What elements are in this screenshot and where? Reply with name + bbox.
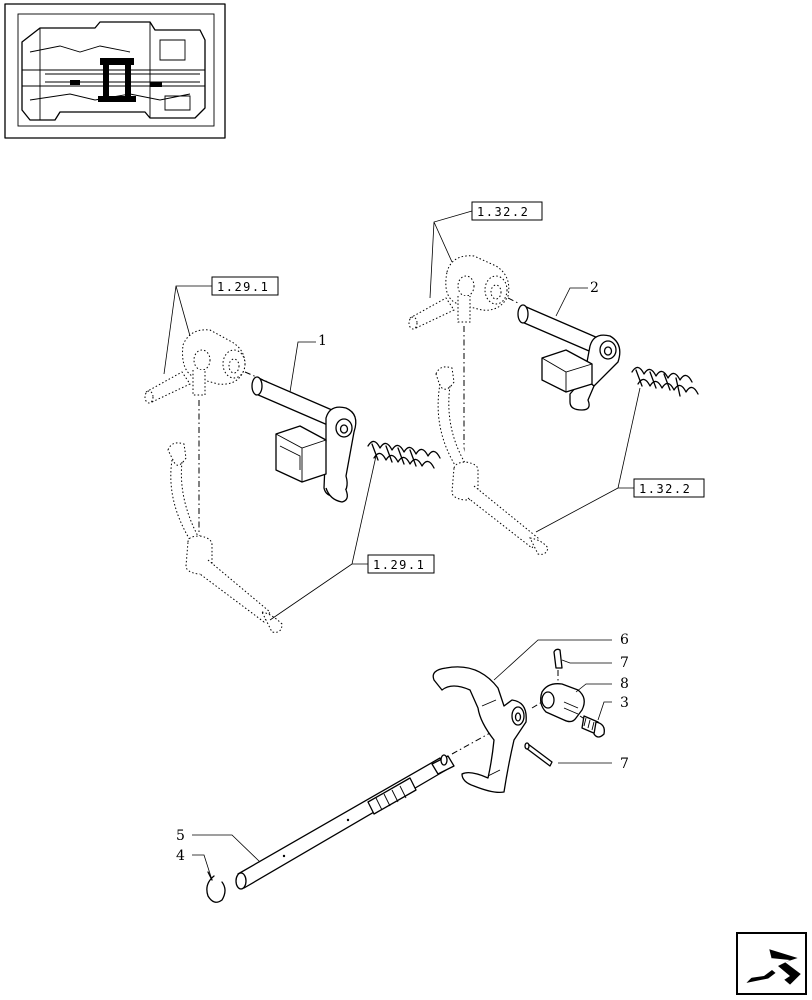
ref-box-top-left[interactable]: 1.29.1: [211, 276, 279, 296]
fork-rod-assembly: [206, 648, 605, 903]
left-shift-assembly: [144, 329, 441, 633]
ref-label: 1.29.1: [373, 558, 425, 572]
ref-box-bottom-left[interactable]: 1.29.1: [367, 554, 435, 574]
callout-2: 2: [590, 280, 599, 296]
set-screw: [581, 715, 605, 738]
shift-fork: [432, 666, 527, 794]
callout-8: 8: [620, 676, 629, 692]
transmission-location-thumbnail: [4, 3, 226, 139]
next-page-arrow-icon[interactable]: [736, 932, 807, 995]
shift-lever-1: [251, 376, 357, 503]
callout-6: 6: [620, 632, 629, 648]
ref-box-bottom-right[interactable]: 1.32.2: [633, 478, 705, 498]
ref-label: 1.32.2: [477, 205, 529, 219]
callout-3: 3: [620, 695, 629, 711]
ref-box-top-right[interactable]: 1.32.2: [471, 201, 543, 221]
callout-7-bottom: 7: [620, 756, 629, 772]
clamp-sleeve: [540, 683, 585, 723]
circlip: [206, 871, 226, 903]
ref-label: 1.29.1: [217, 280, 269, 294]
callout-7-top: 7: [620, 655, 629, 671]
detent-spring-2: [631, 366, 699, 397]
callout-5: 5: [176, 828, 185, 844]
detent-spring-1: [367, 440, 441, 469]
shift-lever-2: [517, 304, 621, 411]
leader-lines: [163, 210, 641, 881]
callout-1: 1: [318, 333, 327, 349]
callout-4: 4: [176, 848, 185, 864]
selector-rod: [235, 754, 455, 890]
ref-label: 1.32.2: [639, 482, 691, 496]
right-shift-assembly: [408, 255, 699, 555]
